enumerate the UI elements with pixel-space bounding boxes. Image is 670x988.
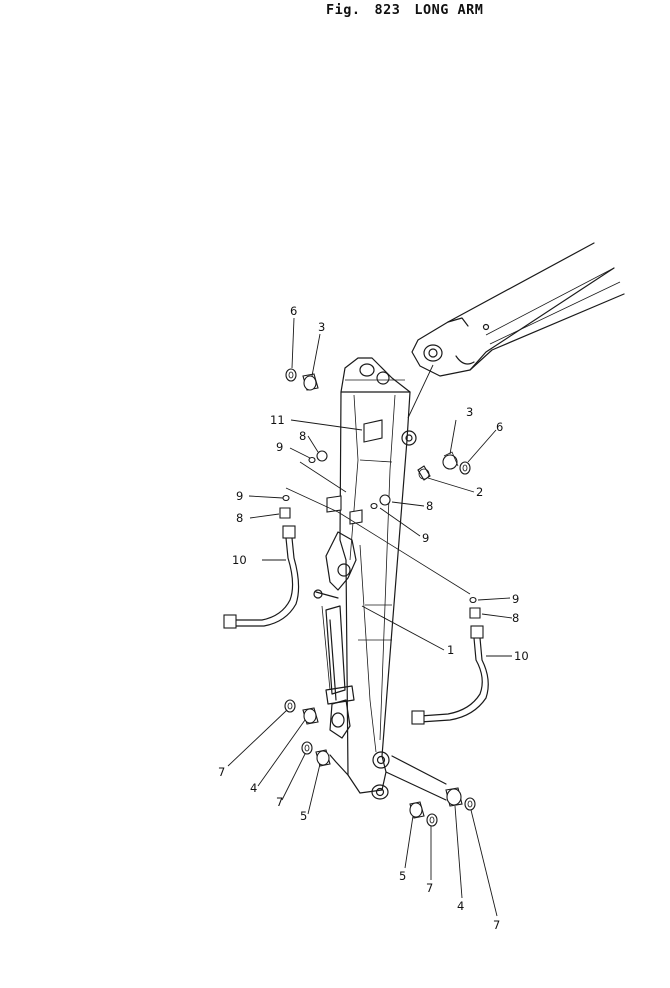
bushing-part-3-right bbox=[442, 454, 458, 470]
callout-5: 5 bbox=[399, 869, 406, 883]
fitting-part-8-d bbox=[469, 607, 481, 619]
callouts: 6 3 11 8 9 9 8 10 8 9 2 3 6 9 8 1 10 7 4… bbox=[218, 304, 529, 932]
callout-8: 8 bbox=[299, 429, 306, 443]
callout-7: 7 bbox=[426, 881, 433, 895]
callout-2: 2 bbox=[476, 485, 483, 499]
seal-part-6-right bbox=[459, 461, 471, 475]
seal-part-7-b bbox=[301, 741, 313, 755]
callout-9: 9 bbox=[512, 592, 519, 606]
callout-9: 9 bbox=[276, 440, 283, 454]
figure-label: Fig. bbox=[326, 2, 361, 18]
small-parts bbox=[279, 368, 481, 827]
callout-8: 8 bbox=[236, 511, 243, 525]
seal-part-7-d bbox=[464, 797, 476, 811]
fitting-part-8-b bbox=[379, 494, 391, 506]
o-ring-part-9-d bbox=[469, 596, 477, 604]
o-ring-part-9-c bbox=[370, 502, 378, 510]
seal-part-6-top-left bbox=[285, 368, 297, 382]
plate-part-11 bbox=[363, 419, 383, 443]
pin-part-2 bbox=[417, 465, 431, 481]
seal-part-7-a bbox=[284, 699, 296, 713]
arm-body bbox=[285, 357, 471, 801]
cylinder bbox=[313, 531, 357, 739]
callout-7: 7 bbox=[493, 918, 500, 932]
callout-8: 8 bbox=[512, 611, 519, 625]
callout-9: 9 bbox=[236, 489, 243, 503]
hose-right bbox=[411, 625, 489, 725]
callout-7: 7 bbox=[218, 765, 225, 779]
boom bbox=[407, 242, 625, 419]
callout-8: 8 bbox=[426, 499, 433, 513]
callout-5: 5 bbox=[300, 809, 307, 823]
callout-3: 3 bbox=[466, 405, 473, 419]
callout-4: 4 bbox=[457, 899, 464, 913]
o-ring-part-9-a bbox=[308, 456, 316, 464]
callout-9: 9 bbox=[422, 531, 429, 545]
figure-name: LONG ARM bbox=[414, 2, 484, 18]
fitting-part-8-c bbox=[279, 507, 291, 519]
figure-title: Fig. 823 LONG ARM bbox=[326, 2, 497, 18]
callout-1: 1 bbox=[447, 643, 454, 657]
seal-part-7-c bbox=[426, 813, 438, 827]
callout-11: 11 bbox=[270, 413, 285, 427]
callout-10: 10 bbox=[514, 649, 529, 663]
callout-7: 7 bbox=[276, 795, 283, 809]
callout-10: 10 bbox=[232, 553, 247, 567]
fitting-part-8-a bbox=[316, 450, 328, 462]
callout-6: 6 bbox=[496, 420, 503, 434]
figure-number: 823 bbox=[374, 2, 401, 18]
hose-left bbox=[223, 525, 300, 629]
callout-6: 6 bbox=[290, 304, 297, 318]
callout-4: 4 bbox=[250, 781, 257, 795]
callout-3: 3 bbox=[318, 320, 325, 334]
leader-lines bbox=[227, 317, 513, 917]
o-ring-part-9-b bbox=[282, 494, 290, 502]
